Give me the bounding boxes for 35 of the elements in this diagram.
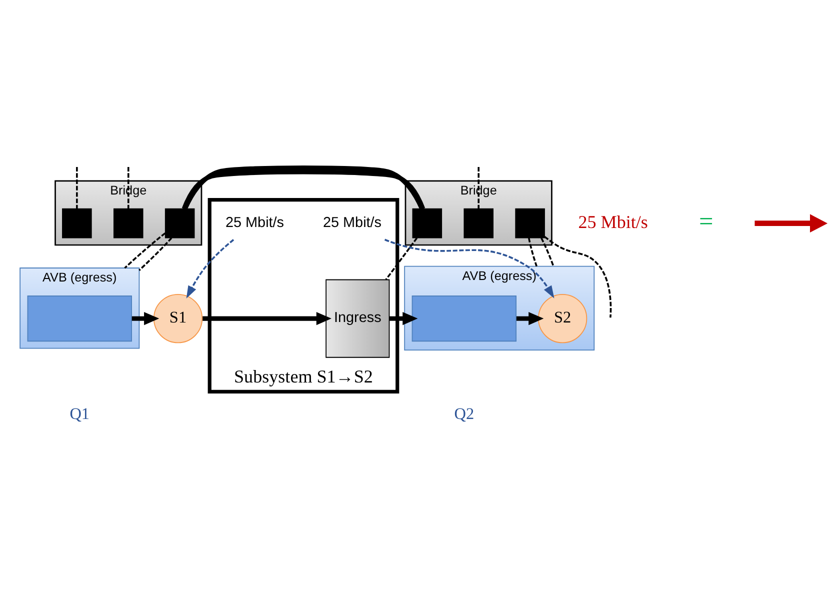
connector [127, 166, 130, 208]
cluster: AVB (egress) [20, 267, 140, 348]
arrow [186, 238, 234, 298]
arrow [389, 311, 418, 325]
node-box: Ingress [326, 278, 390, 358]
connector [385, 236, 418, 280]
arrow [516, 311, 544, 325]
label: = [698, 207, 714, 236]
node-label: Q1 [70, 404, 90, 423]
connector [544, 235, 612, 318]
connector [528, 237, 538, 266]
node-text: 25 Mbit/s [225, 214, 284, 230]
node-label: Q2 [454, 404, 474, 423]
cluster: Bridge [404, 180, 552, 246]
node-box [62, 208, 92, 238]
node-box [113, 208, 144, 238]
node-box [164, 208, 195, 238]
connector [76, 166, 78, 208]
cluster: Bridge [54, 180, 202, 246]
node-box [515, 208, 545, 238]
connector [540, 237, 554, 266]
node-circle: S1 [153, 293, 203, 343]
node-circle: S2 [538, 293, 588, 343]
node-box [27, 295, 132, 342]
connector [138, 236, 172, 270]
connector [478, 166, 480, 208]
label: 25 Mbit/s [578, 211, 648, 232]
connector [124, 232, 166, 268]
arrow [202, 311, 332, 325]
node-box [412, 295, 517, 342]
arrow [132, 311, 160, 325]
connector [182, 164, 426, 210]
node-box [464, 208, 494, 238]
node-text: 25 Mbit/s [322, 214, 382, 230]
node-box [412, 208, 442, 238]
